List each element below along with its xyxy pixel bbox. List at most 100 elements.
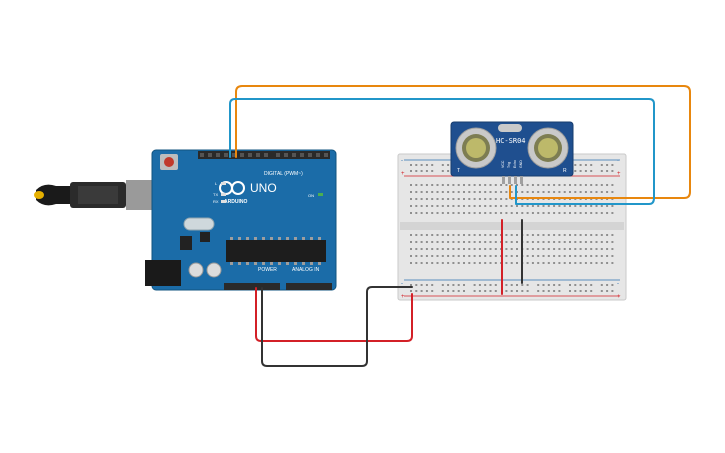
breadboard-hole[interactable] — [584, 170, 587, 172]
breadboard-hole[interactable] — [595, 191, 598, 193]
breadboard-hole[interactable] — [516, 262, 518, 264]
breadboard-hole[interactable] — [526, 212, 529, 214]
breadboard-hole[interactable] — [431, 241, 434, 243]
hc-sr04-sensor[interactable]: HC-SR04 T R VCC Trig Echo GND — [450, 121, 574, 184]
breadboard-hole[interactable] — [590, 212, 593, 214]
breadboard-hole[interactable] — [447, 184, 450, 186]
breadboard-hole[interactable] — [468, 191, 471, 193]
breadboard-hole[interactable] — [473, 284, 476, 286]
breadboard-hole[interactable] — [436, 234, 439, 236]
breadboard-hole[interactable] — [436, 205, 439, 207]
breadboard-hole[interactable] — [463, 248, 465, 250]
breadboard-hole[interactable] — [563, 205, 566, 207]
breadboard-hole[interactable] — [420, 164, 423, 166]
breadboard-hole[interactable] — [441, 262, 444, 264]
breadboard-hole[interactable] — [494, 248, 497, 250]
breadboard-hole[interactable] — [415, 184, 418, 186]
breadboard-hole[interactable] — [584, 184, 587, 186]
breadboard-hole[interactable] — [473, 212, 476, 214]
breadboard-hole[interactable] — [441, 241, 444, 243]
breadboard-hole[interactable] — [415, 205, 418, 207]
breadboard-hole[interactable] — [590, 234, 593, 236]
breadboard-hole[interactable] — [420, 248, 423, 250]
breadboard-hole[interactable] — [600, 234, 603, 236]
breadboard-hole[interactable] — [494, 241, 497, 243]
breadboard-hole[interactable] — [510, 255, 513, 257]
breadboard-hole[interactable] — [547, 262, 550, 264]
breadboard-hole[interactable] — [468, 205, 471, 207]
breadboard-hole[interactable] — [531, 234, 534, 236]
breadboard-hole[interactable] — [579, 290, 582, 292]
breadboard-hole[interactable] — [431, 290, 434, 292]
breadboard-hole[interactable] — [478, 191, 481, 193]
breadboard-hole[interactable] — [606, 212, 609, 214]
breadboard-hole[interactable] — [457, 198, 460, 200]
breadboard-hole[interactable] — [547, 184, 550, 186]
breadboard-hole[interactable] — [569, 248, 571, 250]
breadboard-hole[interactable] — [579, 262, 582, 264]
breadboard-hole[interactable] — [606, 205, 609, 207]
breadboard-hole[interactable] — [425, 234, 428, 236]
breadboard-hole[interactable] — [410, 212, 412, 214]
breadboard-hole[interactable] — [457, 234, 460, 236]
breadboard-hole[interactable] — [606, 241, 609, 243]
breadboard-hole[interactable] — [494, 262, 497, 264]
breadboard-hole[interactable] — [410, 255, 412, 257]
breadboard-hole[interactable] — [478, 198, 481, 200]
breadboard-hole[interactable] — [489, 205, 492, 207]
breadboard-hole[interactable] — [500, 198, 503, 200]
breadboard-hole[interactable] — [584, 191, 587, 193]
breadboard-hole[interactable] — [563, 248, 566, 250]
breadboard-hole[interactable] — [505, 284, 508, 286]
wire-echo[interactable] — [229, 98, 655, 205]
breadboard-hole[interactable] — [606, 164, 609, 166]
breadboard-hole[interactable] — [415, 234, 418, 236]
breadboard-hole[interactable] — [542, 262, 545, 264]
breadboard-hole[interactable] — [447, 262, 450, 264]
breadboard-hole[interactable] — [478, 290, 481, 292]
breadboard-hole[interactable] — [547, 255, 550, 257]
breadboard-hole[interactable] — [494, 255, 497, 257]
breadboard-hole[interactable] — [595, 248, 598, 250]
breadboard-hole[interactable] — [531, 262, 534, 264]
breadboard-hole[interactable] — [553, 241, 556, 243]
breadboard-hole[interactable] — [569, 262, 571, 264]
breadboard-hole[interactable] — [563, 255, 566, 257]
breadboard-hole[interactable] — [500, 205, 503, 207]
breadboard-hole[interactable] — [431, 255, 434, 257]
breadboard-hole[interactable] — [431, 284, 434, 286]
breadboard-hole[interactable] — [600, 241, 603, 243]
breadboard-hole[interactable] — [563, 241, 566, 243]
breadboard-hole[interactable] — [584, 290, 587, 292]
breadboard-hole[interactable] — [441, 212, 444, 214]
breadboard-hole[interactable] — [574, 205, 577, 207]
breadboard-hole[interactable] — [600, 212, 603, 214]
breadboard-hole[interactable] — [457, 284, 460, 286]
breadboard-hole[interactable] — [425, 164, 428, 166]
breadboard-hole[interactable] — [425, 184, 428, 186]
breadboard-hole[interactable] — [425, 241, 428, 243]
breadboard-hole[interactable] — [547, 284, 550, 286]
analog-header[interactable] — [286, 283, 332, 290]
breadboard-hole[interactable] — [447, 248, 450, 250]
breadboard-hole[interactable] — [505, 191, 508, 193]
breadboard-hole[interactable] — [484, 191, 487, 193]
breadboard-hole[interactable] — [569, 191, 571, 193]
breadboard-hole[interactable] — [441, 290, 444, 292]
breadboard-hole[interactable] — [563, 191, 566, 193]
breadboard-hole[interactable] — [478, 241, 481, 243]
breadboard-hole[interactable] — [505, 198, 508, 200]
breadboard-hole[interactable] — [420, 262, 423, 264]
breadboard-hole[interactable] — [537, 248, 540, 250]
breadboard-hole[interactable] — [516, 234, 518, 236]
breadboard-hole[interactable] — [452, 184, 455, 186]
breadboard-hole[interactable] — [537, 255, 540, 257]
breadboard-hole[interactable] — [611, 255, 614, 257]
breadboard-hole[interactable] — [447, 212, 450, 214]
breadboard-hole[interactable] — [473, 255, 476, 257]
breadboard-hole[interactable] — [611, 212, 614, 214]
breadboard-hole[interactable] — [590, 191, 593, 193]
breadboard-hole[interactable] — [468, 212, 471, 214]
breadboard-hole[interactable] — [431, 170, 434, 172]
power-jack[interactable] — [145, 260, 181, 286]
